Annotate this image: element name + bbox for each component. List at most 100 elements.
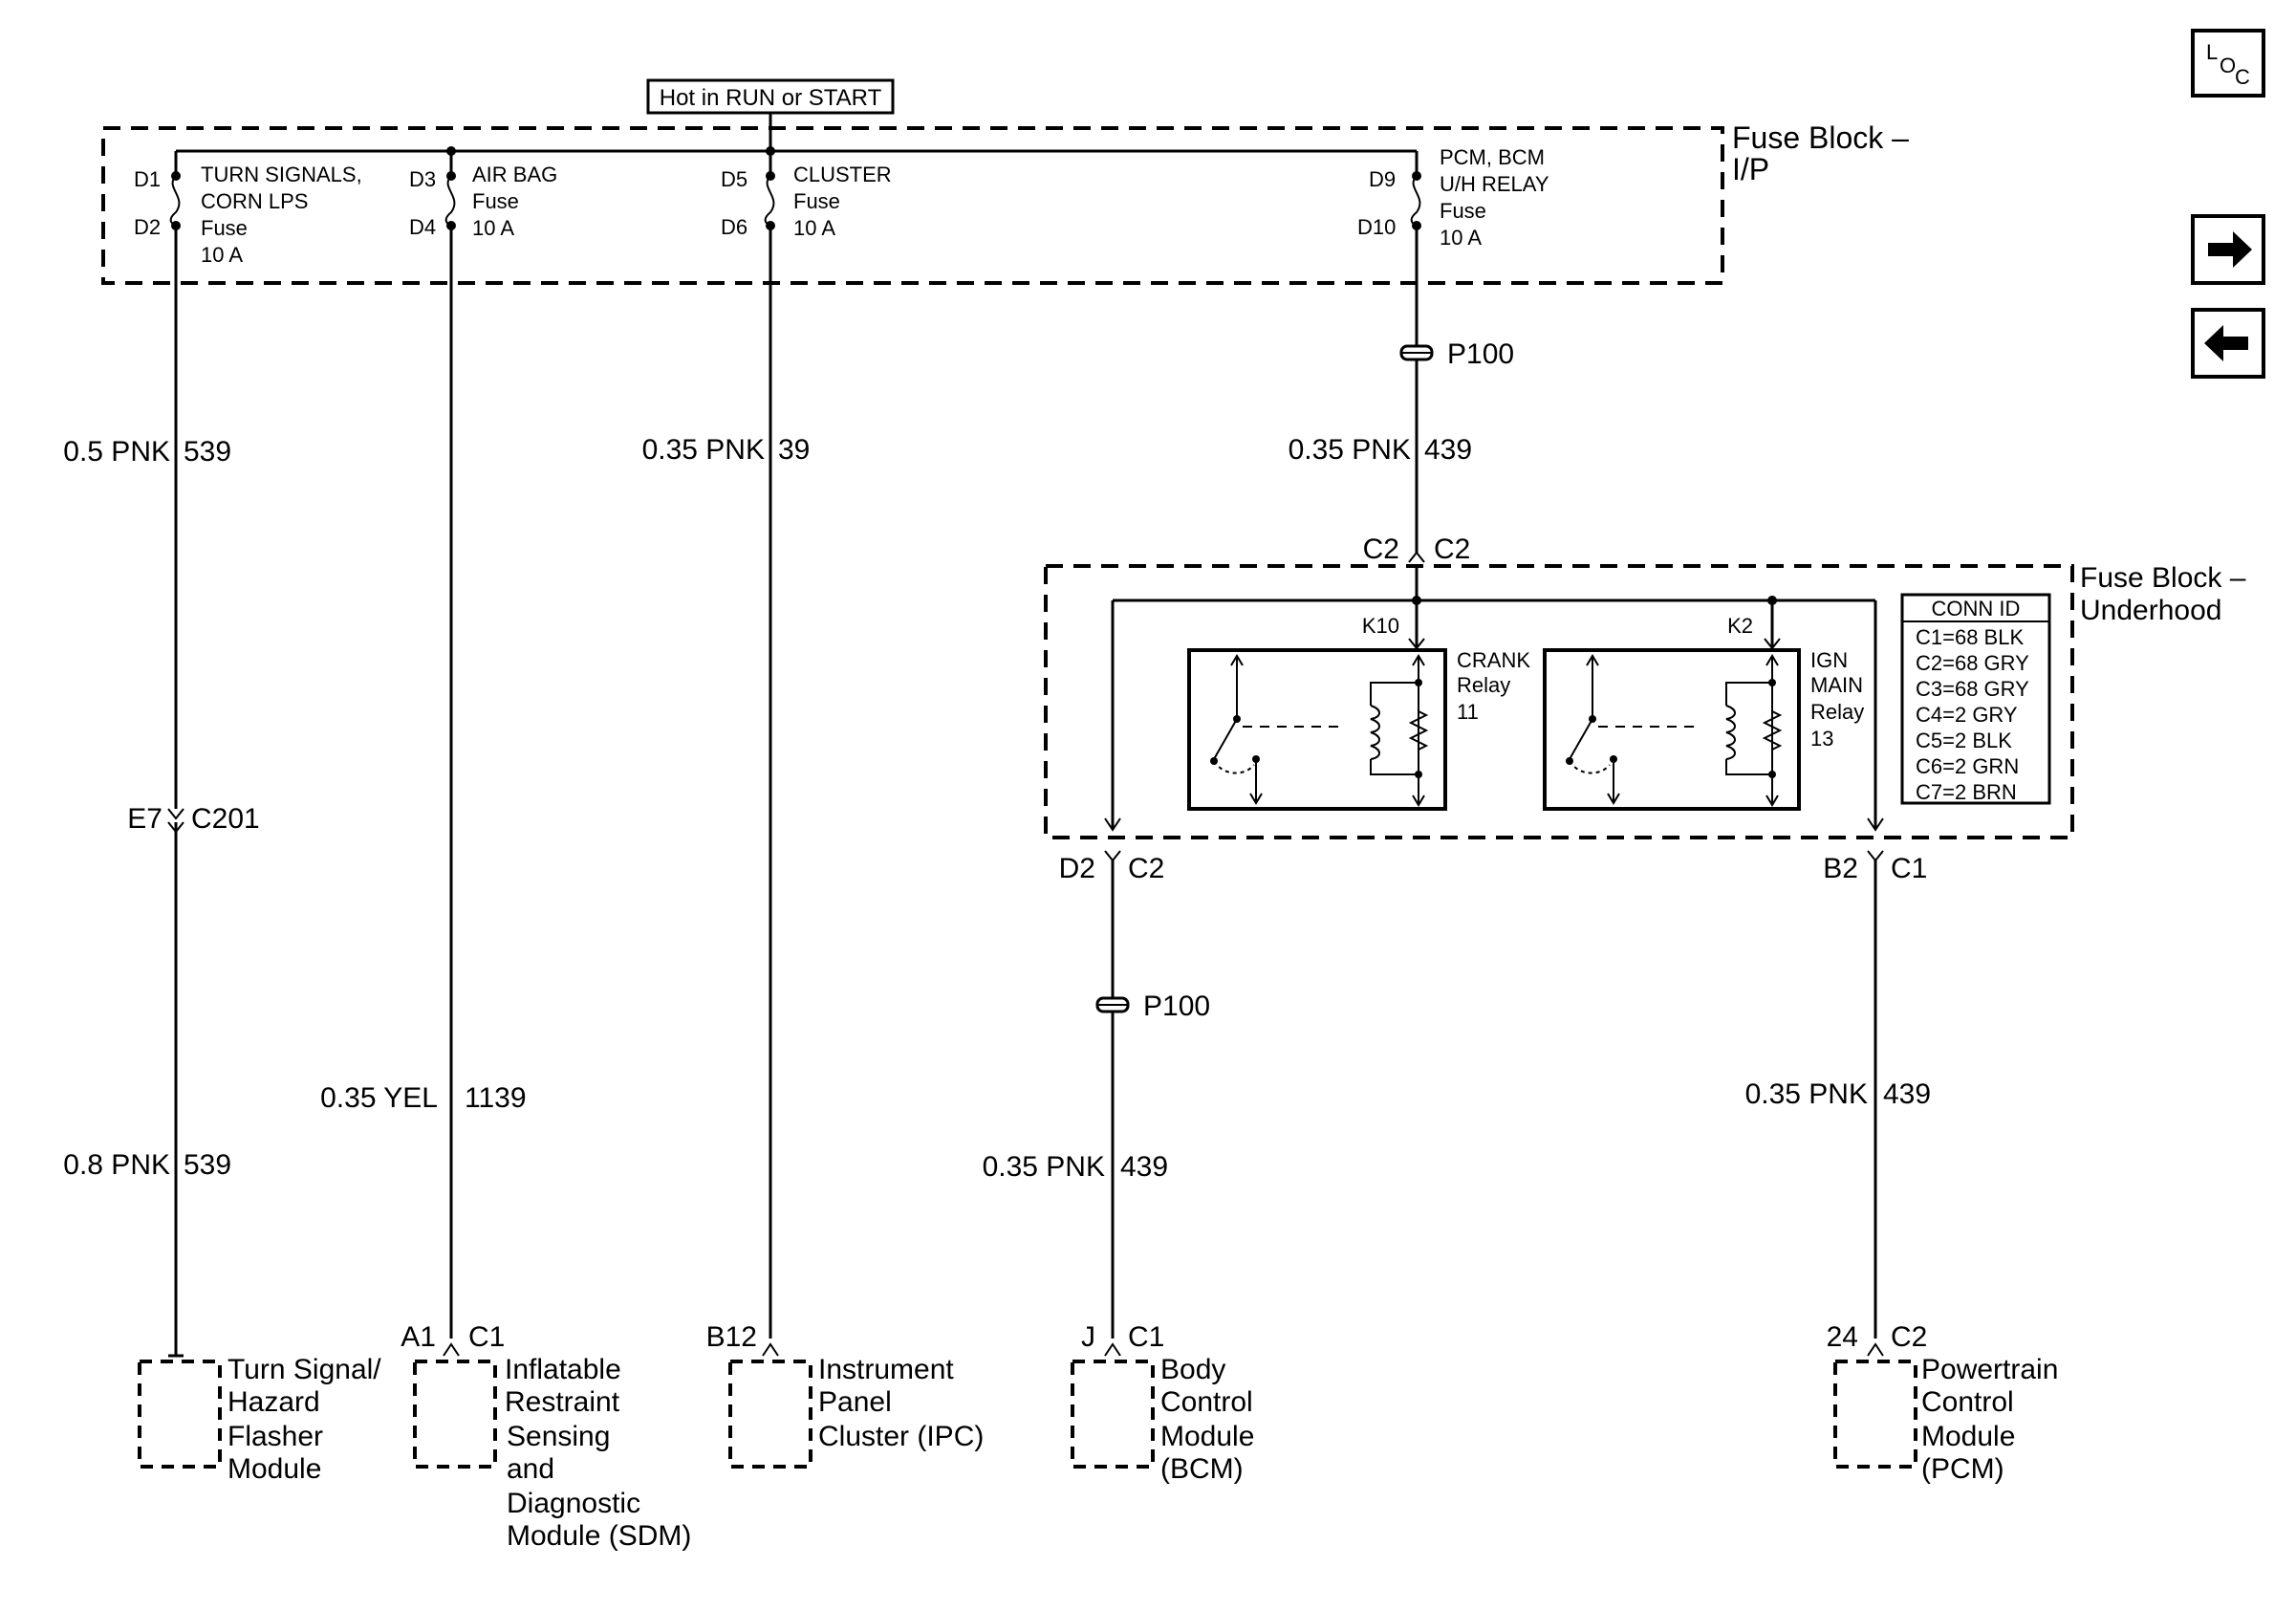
fuse1-type: Fuse (201, 216, 248, 240)
fuse-turn-signals: D1 D2 TURN SIGNALS, CORN LPS Fuse 10 A (134, 151, 362, 267)
wire-439-upper-gauge: 0.35 PNK (1289, 434, 1411, 466)
circuit-439-upper: P100 0.35 PNK 439 C2 C2 (1289, 226, 1514, 565)
wire-439-pcm-circuit: 439 (1883, 1078, 1931, 1110)
pcm-line3: Module (1921, 1421, 2015, 1452)
pcm-connector: C2 (1891, 1321, 1927, 1353)
fuse3-type: Fuse (793, 189, 840, 213)
sdm-line4: and (507, 1453, 554, 1485)
arrow-right-icon[interactable] (2191, 214, 2265, 285)
ipc-line1: Instrument (818, 1354, 954, 1385)
svg-text:L: L (2206, 40, 2218, 64)
fuse4-rating: 10 A (1440, 226, 1482, 250)
c201-connector: C201 (191, 803, 260, 835)
underhood-in-pin: C2 (1363, 533, 1399, 565)
fuse-cluster: D5 D6 CLUSTER Fuse 10 A (721, 151, 892, 240)
conn-id-row: C5=2 BLK (1916, 729, 2012, 752)
fuse1-name-1: TURN SIGNALS, (201, 163, 362, 186)
fuse3-rating: 10 A (793, 216, 835, 240)
wire-39-gauge: 0.35 PNK (642, 434, 765, 466)
wire-539-upper-circuit: 539 (184, 436, 231, 468)
pcm-line2: Control (1921, 1386, 2014, 1418)
crank-relay: K10 CRANK Relay 11 (1187, 614, 1530, 811)
conn-id-row: C7=2 BRN (1916, 780, 2017, 804)
bcm-connector: C1 (1128, 1321, 1164, 1353)
module-flasher: Turn Signal/ Hazard Flasher Module (138, 1354, 381, 1485)
flasher-line3: Flasher (227, 1421, 323, 1452)
fuse2-bottom-pin: D4 (409, 215, 436, 239)
bcm-line3: Module (1160, 1421, 1254, 1452)
crank-relay-line3: 11 (1457, 700, 1479, 724)
sdm-line5: Diagnostic (507, 1488, 640, 1519)
fuse3-bottom-pin: D6 (721, 215, 747, 239)
flasher-line1: Turn Signal/ (227, 1354, 381, 1385)
circuit-539: 0.5 PNK 539 E7 C201 0.8 PNK 539 (63, 226, 260, 1358)
crank-relay-line2: Relay (1457, 673, 1510, 697)
sdm-pin: A1 (401, 1321, 436, 1353)
module-ipc: Instrument Panel Cluster (IPC) (728, 1354, 984, 1469)
module-pcm: Powertrain Control Module (PCM) (1833, 1354, 2058, 1485)
fuse-block-ip-outline (101, 126, 1724, 285)
underhood-in-connector: C2 (1434, 533, 1470, 565)
wire-39-circuit: 39 (778, 434, 810, 466)
fuse4-bottom-pin: D10 (1357, 215, 1396, 239)
underhood-out-right: B2 C1 0.35 PNK 439 (1745, 850, 1931, 1357)
fuse-block-ip-title-1: Fuse Block – (1732, 120, 1909, 155)
conn-id-row: C2=68 GRY (1916, 651, 2029, 675)
wire-439-pcm-gauge: 0.35 PNK (1745, 1078, 1868, 1110)
fuse3-top-pin: D5 (721, 167, 747, 191)
conn-id-title: CONN ID (1932, 597, 2021, 620)
flasher-line2: Hazard (227, 1386, 320, 1418)
conn-id-row: C3=68 GRY (1916, 677, 2029, 701)
splice-p100-upper: P100 (1447, 338, 1514, 370)
conn-id-row: C4=2 GRY (1916, 703, 2018, 727)
conn-id-row: C6=2 GRN (1916, 754, 2019, 778)
ign-main-relay: K2 IGN MAIN Relay 13 (1543, 614, 1864, 811)
splice-p100-lower: P100 (1143, 991, 1210, 1022)
location-icon[interactable]: L O C (2191, 29, 2265, 98)
conn-id-table: CONN ID C1=68 BLK C2=68 GRY C3=68 GRY C4… (1900, 593, 2051, 805)
flasher-line4: Module (227, 1453, 321, 1485)
underhood-out-left-pin: D2 (1059, 853, 1095, 884)
fuse4-name-1: PCM, BCM (1440, 145, 1545, 169)
crank-relay-pin: K10 (1362, 614, 1399, 638)
wire-439-bcm-circuit: 439 (1120, 1151, 1168, 1183)
underhood-internal-bus (1104, 566, 1884, 832)
underhood-out-left-connector: C2 (1128, 853, 1164, 884)
fuse1-rating: 10 A (201, 243, 243, 267)
wire-539-upper-gauge: 0.5 PNK (63, 436, 170, 468)
sdm-line3: Sensing (507, 1421, 610, 1452)
ign-relay-line1: IGN (1810, 648, 1848, 672)
svg-text:O: O (2220, 54, 2236, 77)
fuse1-name-2: CORN LPS (201, 189, 308, 213)
pcm-pin: 24 (1827, 1321, 1858, 1353)
wire-1139-gauge: 0.35 YEL (320, 1082, 438, 1114)
ign-relay-line2: MAIN (1810, 673, 1863, 697)
sdm-connector: C1 (468, 1321, 505, 1353)
fuse-block-underhood-title-2: Underhood (2080, 595, 2221, 626)
pcm-line1: Powertrain (1921, 1354, 2058, 1385)
underhood-out-left: D2 C2 P100 0.35 PNK 439 (983, 850, 1210, 1357)
fuse-pcm-bcm: D9 D10 PCM, BCM U/H RELAY Fuse 10 A (1357, 145, 1549, 250)
sdm-line6: Module (SDM) (507, 1520, 691, 1552)
fuse4-top-pin: D9 (1369, 167, 1396, 191)
c201-pin: E7 (127, 803, 162, 835)
circuit-1139: 0.35 YEL 1139 (320, 226, 527, 1357)
conn-id-row: C1=68 BLK (1916, 625, 2024, 649)
underhood-out-right-pin: B2 (1823, 853, 1858, 884)
sdm-line1: Inflatable (505, 1354, 621, 1385)
fuse-block-underhood-title-1: Fuse Block – (2080, 562, 2246, 594)
sdm-line2: Restraint (505, 1386, 620, 1418)
module-sdm: Inflatable Restraint Sensing and Diagnos… (413, 1354, 691, 1552)
power-source-label: Hot in RUN or START (646, 78, 895, 156)
ign-relay-line3: Relay (1810, 700, 1864, 724)
svg-text:C: C (2235, 65, 2250, 89)
fuse1-bottom-pin: D2 (134, 215, 161, 239)
wire-439-upper-circuit: 439 (1424, 434, 1472, 466)
bcm-line4: (BCM) (1160, 1453, 1244, 1485)
arrow-left-icon[interactable] (2191, 308, 2265, 379)
circuit-39: 0.35 PNK 39 (642, 226, 810, 1357)
ipc-pin: B12 (706, 1321, 757, 1353)
bcm-line2: Control (1160, 1386, 1253, 1418)
fuse2-top-pin: D3 (409, 167, 436, 191)
